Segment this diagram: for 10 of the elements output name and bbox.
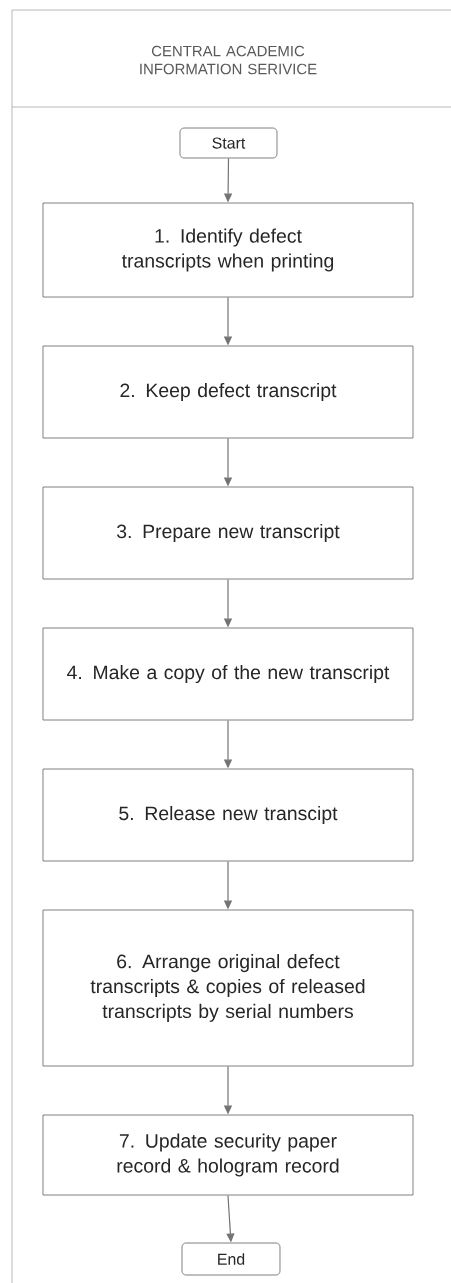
process-box: 4. Make a copy of the new transcript bbox=[42, 627, 414, 721]
terminal-box: End bbox=[181, 1242, 281, 1276]
process-box: 1. Identify defect transcripts when printing bbox=[42, 202, 414, 298]
terminal-box: Start bbox=[179, 127, 278, 159]
process-box: 6. Arrange original defect transcripts & copies of released transcripts by serial numbers bbox=[42, 909, 414, 1067]
process-box: 5. Release new transcipt bbox=[42, 768, 414, 862]
process-box: 7. Update security paper record & hologram record bbox=[42, 1114, 414, 1196]
process-box: 2. Keep defect transcript bbox=[42, 345, 414, 439]
lane-title: CENTRAL ACADEMIC INFORMATION SERIVICE bbox=[140, 45, 317, 75]
process-box: 3. Prepare new transcript bbox=[42, 486, 414, 580]
